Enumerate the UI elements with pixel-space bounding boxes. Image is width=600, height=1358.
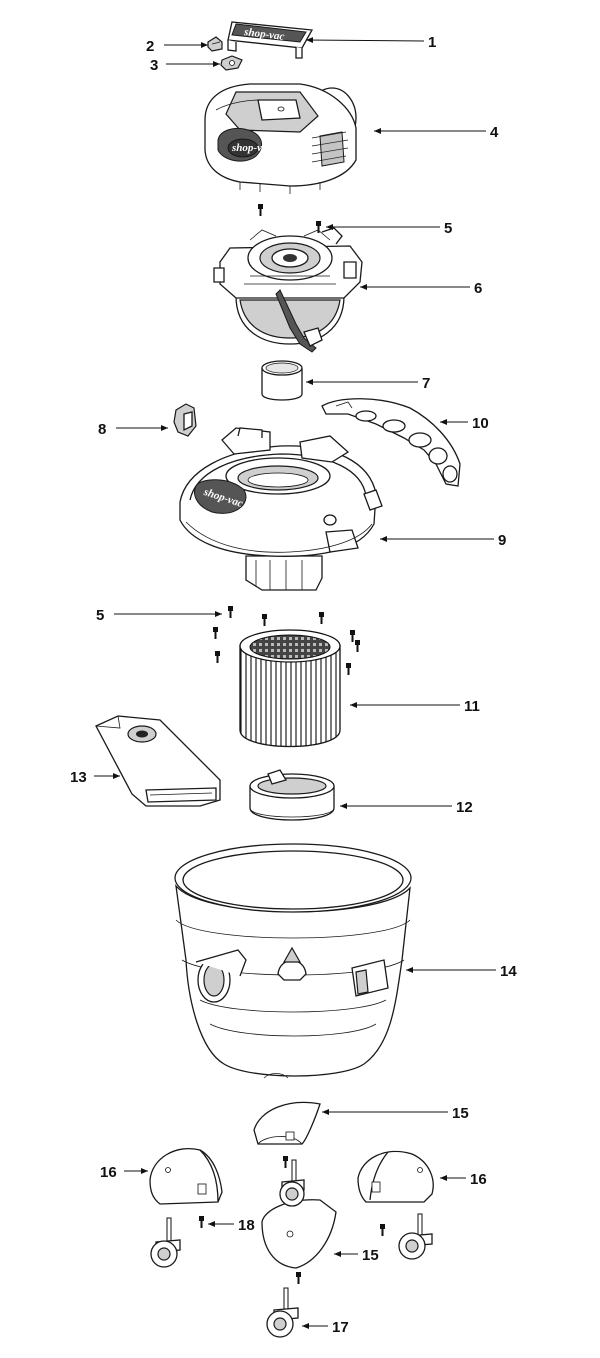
motor-assembly-part (213, 227, 363, 353)
callout-2: 2 (146, 38, 154, 55)
screw-lower-5 (350, 630, 355, 642)
callout-6: 6 (474, 280, 482, 297)
screw-lower-2 (262, 614, 267, 626)
screw-lower-1 (228, 606, 233, 618)
screw-upper-left (258, 204, 263, 216)
caster-right (398, 1213, 433, 1260)
cartridge-filter-part (239, 629, 341, 748)
caster-center (279, 1159, 305, 1207)
latch-part (207, 36, 223, 52)
callout-1: 1 (428, 34, 436, 51)
handle-brand-text: shop-vac (243, 26, 286, 43)
leader-lines (94, 37, 496, 1329)
caster-screw-right (380, 1224, 385, 1236)
lid-part: shop-vac (179, 427, 383, 591)
caster-screw-center (283, 1156, 288, 1168)
dolly-base-lower-part (261, 1199, 337, 1269)
callout-5-lower: 5 (96, 607, 104, 624)
filter-ring-part (249, 769, 335, 821)
callout-7: 7 (422, 375, 430, 392)
screw-lower-3 (319, 612, 324, 624)
callout-15-lower: 15 (362, 1247, 379, 1264)
screw-lower-7 (215, 651, 220, 663)
callout-4: 4 (490, 124, 499, 141)
motor-cover-part: shop-vac (204, 83, 357, 194)
callout-10: 10 (472, 415, 489, 432)
callout-17: 17 (332, 1319, 349, 1336)
screw-lower-8 (346, 663, 351, 675)
callout-12: 12 (456, 799, 473, 816)
dolly-shell-right-part (357, 1150, 434, 1203)
callout-8: 8 (98, 421, 106, 438)
carry-handle-part: shop-vac (227, 21, 314, 59)
filter-bag-part (95, 715, 221, 807)
callout-11: 11 (464, 698, 480, 715)
caster-screw-left (199, 1216, 204, 1228)
callout-16-left: 16 (100, 1164, 117, 1181)
spring-part (220, 55, 243, 71)
foam-sleeve-part (261, 360, 303, 401)
accessory-caddy-part (321, 398, 461, 487)
screw-lower-6 (355, 640, 360, 652)
callout-9: 9 (498, 532, 506, 549)
callout-14: 14 (500, 963, 517, 980)
dolly-shell-left-part (149, 1148, 223, 1205)
callout-5-upper: 5 (444, 220, 452, 237)
callout-13: 13 (70, 769, 87, 786)
callout-16-right: 16 (470, 1171, 487, 1188)
hose-hook-part (173, 403, 197, 437)
callout-labels: 1 2 3 4 5 6 7 8 9 10 5 11 13 12 14 15 16… (70, 34, 517, 1336)
callout-15-upper: 15 (452, 1105, 469, 1122)
dolly-shell-upper-part (253, 1101, 321, 1145)
tank-part (174, 843, 412, 1079)
caster-bottom (266, 1287, 299, 1338)
caster-screw-bottom (296, 1272, 301, 1284)
callout-18: 18 (238, 1217, 255, 1234)
motor-badge-text: shop-vac (231, 142, 272, 154)
screw-lower-4 (213, 627, 218, 639)
screw-upper-right (316, 221, 321, 233)
callout-3: 3 (150, 57, 158, 74)
caster-left (150, 1217, 181, 1268)
